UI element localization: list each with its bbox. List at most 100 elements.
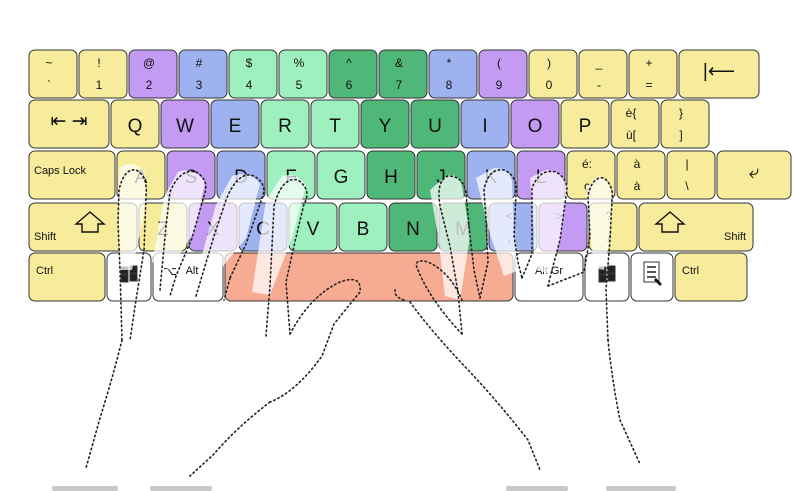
key-label: _ <box>595 56 603 70</box>
key-h[interactable]: H <box>366 150 416 200</box>
key-label: ! <box>97 56 100 70</box>
key-label: } <box>679 106 683 120</box>
key-label: 1 <box>96 78 103 92</box>
key-ctrl_left[interactable]: Ctrl <box>28 252 106 302</box>
key-label: Shift <box>724 231 746 243</box>
key-label: ç <box>584 179 590 193</box>
key-label: | <box>685 157 688 171</box>
windows-logo-icon <box>120 265 138 283</box>
key-label: ~ <box>45 56 52 70</box>
key-label: * <box>447 56 452 70</box>
key-bracket_right[interactable]: }] <box>660 99 710 149</box>
key-enter[interactable]: ⤶ <box>716 150 792 200</box>
key-1[interactable]: !1 <box>78 49 128 99</box>
key-8[interactable]: *8 <box>428 49 478 99</box>
key-2[interactable]: @2 <box>128 49 178 99</box>
key-win_left[interactable] <box>106 252 152 302</box>
key-label: T <box>329 116 341 137</box>
key-n[interactable]: N <box>388 202 438 252</box>
key-3[interactable]: #3 <box>178 49 228 99</box>
key-w[interactable]: W <box>160 99 210 149</box>
key-label: Ctrl <box>682 265 699 277</box>
key-0[interactable]: )0 <box>528 49 578 99</box>
key-label: è{ <box>626 106 637 120</box>
hands-overlay <box>118 163 612 300</box>
key-label: ( <box>497 56 501 70</box>
menu-key-icon <box>643 261 662 286</box>
key-backslash[interactable]: |\ <box>666 150 716 200</box>
key-y[interactable]: Y <box>360 99 410 149</box>
key-label: W <box>176 116 194 137</box>
key-label: O <box>528 116 543 137</box>
key-label: R <box>278 116 292 137</box>
key-label: N <box>406 219 420 240</box>
key-q[interactable]: Q <box>110 99 160 149</box>
key-label: 7 <box>396 78 403 92</box>
key-label: @ <box>143 56 155 70</box>
shift-arrow-icon <box>654 211 686 233</box>
key-label: G <box>334 167 349 188</box>
key-r[interactable]: R <box>260 99 310 149</box>
key-equals[interactable]: += <box>628 49 678 99</box>
key-backspace[interactable]: |⟵ <box>678 49 760 99</box>
key-4[interactable]: $4 <box>228 49 278 99</box>
key-label: Caps Lock <box>34 165 86 177</box>
key-b[interactable]: B <box>338 202 388 252</box>
key-altgr[interactable]: Alt Gr <box>514 252 584 302</box>
key-t[interactable]: T <box>310 99 360 149</box>
key-label: ⤶ <box>749 162 760 183</box>
key-minus[interactable]: _- <box>578 49 628 99</box>
key-label: 9 <box>496 78 503 92</box>
key-quote[interactable]: àà <box>616 150 666 200</box>
key-label: à <box>634 157 641 171</box>
key-label: \ <box>685 179 689 193</box>
key-bracket_left[interactable]: è{ ù[ <box>610 99 660 149</box>
key-5[interactable]: %5 <box>278 49 328 99</box>
key-9[interactable]: (9 <box>478 49 528 99</box>
key-label: I <box>482 116 487 137</box>
key-label: = <box>645 78 652 92</box>
shift-arrow-icon <box>74 211 106 233</box>
hand-outlines <box>85 169 641 477</box>
key-label: + <box>645 56 652 70</box>
key-ctrl_right[interactable]: Ctrl <box>674 252 748 302</box>
key-label: & <box>395 56 403 70</box>
key-label: 6 <box>346 78 353 92</box>
key-label: Alt <box>186 265 199 277</box>
key-label: 0 <box>546 78 553 92</box>
key-label: ] <box>679 128 682 142</box>
key-g[interactable]: G <box>316 150 366 200</box>
key-label: à <box>634 179 641 193</box>
key-caps[interactable]: Caps Lock <box>28 150 116 200</box>
key-label: U <box>428 116 442 137</box>
key-label: 2 <box>146 78 153 92</box>
key-label: ⇤ ⇥ <box>50 111 87 132</box>
key-label: Shift <box>34 231 56 243</box>
key-label: ù[ <box>626 128 637 142</box>
key-label: Q <box>128 116 143 137</box>
key-p[interactable]: P <box>560 99 610 149</box>
key-label: é: <box>582 157 592 171</box>
key-o[interactable]: O <box>510 99 560 149</box>
key-menu[interactable] <box>630 252 674 302</box>
key-label: 4 <box>246 78 253 92</box>
key-u[interactable]: U <box>410 99 460 149</box>
key-i[interactable]: I <box>460 99 510 149</box>
key-label: $ <box>246 56 253 70</box>
key-tab[interactable]: ⇤ ⇥ <box>28 99 110 149</box>
key-label: - <box>597 78 601 92</box>
key-space[interactable] <box>224 252 514 302</box>
key-label: 8 <box>446 78 453 92</box>
key-7[interactable]: &7 <box>378 49 428 99</box>
key-6[interactable]: ^6 <box>328 49 378 99</box>
key-label: |⟵ <box>703 61 735 82</box>
wrist-shadows <box>52 486 676 491</box>
key-label: ) <box>547 56 551 70</box>
key-label: H <box>384 167 398 188</box>
key-e[interactable]: E <box>210 99 260 149</box>
key-tilde[interactable]: ~` <box>28 49 78 99</box>
key-shift_right[interactable]: Shift <box>638 202 754 252</box>
key-label: ` <box>47 78 51 92</box>
key-label: Ctrl <box>36 265 53 277</box>
key-label: J <box>436 167 446 188</box>
